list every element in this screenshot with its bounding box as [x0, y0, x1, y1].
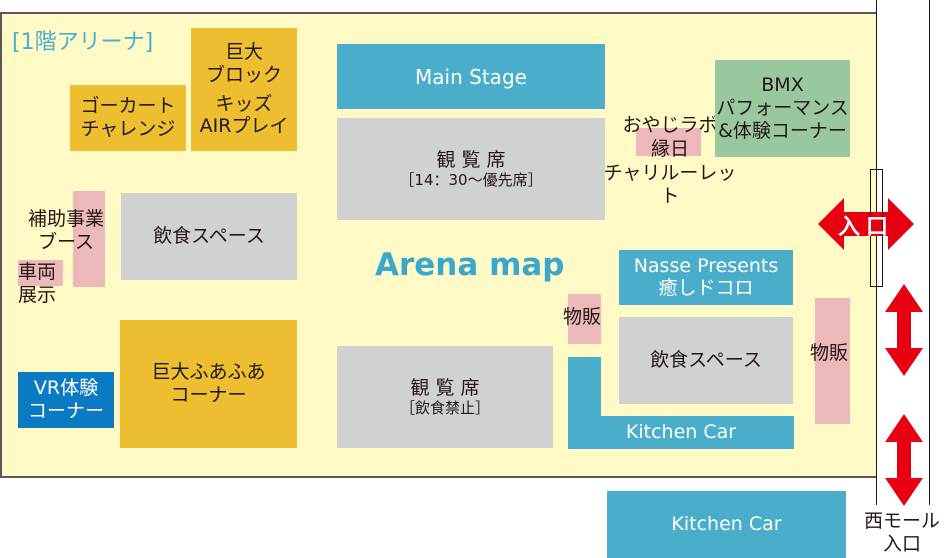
oyaji-lab-area[interactable]: [636, 128, 701, 156]
food-space-right[interactable]: 飲食スペース: [619, 317, 793, 404]
goods-left-area[interactable]: [568, 294, 601, 344]
block-kids-air-area[interactable]: 巨大 ブロック キッズ AIRプレイ: [191, 28, 297, 151]
floor-title: [1階アリーナ]: [12, 30, 154, 55]
goods-right-label: 物販: [810, 342, 849, 364]
kitchen-car-inner[interactable]: Kitchen Car: [568, 416, 794, 449]
seating-no-food[interactable]: 観 覧 席 ［飲食禁止］: [337, 346, 553, 448]
vehicle-display-area[interactable]: [18, 260, 63, 286]
label: AIRプレイ: [199, 115, 289, 138]
vehicle-display-label: 車両 展示: [18, 261, 57, 306]
subsidy-booth-label: 補助事業 ブース: [27, 208, 104, 253]
mall-wall-line: [876, 0, 877, 505]
vr-corner[interactable]: VR体験 コーナー: [18, 372, 114, 428]
west-mall-entrance-label: 西モール 入口: [863, 510, 940, 555]
label: 巨大: [224, 40, 263, 63]
map-title: Arena map: [375, 247, 565, 283]
fuafua-corner[interactable]: 巨大ふあふあ コーナー: [120, 320, 297, 448]
label: ゴーカート: [80, 95, 176, 118]
kitchen-car-outer[interactable]: Kitchen Car: [607, 491, 846, 558]
label: ブロック: [205, 63, 282, 86]
food-space-left[interactable]: 飲食スペース: [121, 193, 297, 280]
entrance-door: [870, 169, 883, 287]
goods-left-label: 物販: [563, 306, 602, 328]
vertical-arrow-icon: [885, 284, 923, 376]
gokart-area[interactable]: ゴーカート チャレンジ: [70, 85, 186, 151]
oyaji-lab-label: おやじラボ 縁日 チャリルーレット: [603, 114, 737, 208]
mall-wall-line: [929, 0, 930, 505]
bmx-area[interactable]: BMX パフォーマンス &体験コーナー: [715, 60, 850, 157]
entrance-arrow-icon[interactable]: [818, 196, 914, 252]
seating-priority[interactable]: 観 覧 席 ［14：30～優先席］: [337, 118, 605, 220]
label: チャレンジ: [80, 118, 176, 140]
vertical-arrow-icon: [885, 414, 923, 506]
goods-right-area[interactable]: [815, 298, 850, 424]
subsidy-booth-area[interactable]: [73, 191, 105, 287]
main-stage[interactable]: Main Stage: [337, 44, 605, 109]
nasse-presents-area[interactable]: Nasse Presents 癒しドコロ: [619, 250, 793, 305]
entrance-label: 入口: [838, 215, 895, 240]
label: キッズ: [215, 92, 273, 115]
